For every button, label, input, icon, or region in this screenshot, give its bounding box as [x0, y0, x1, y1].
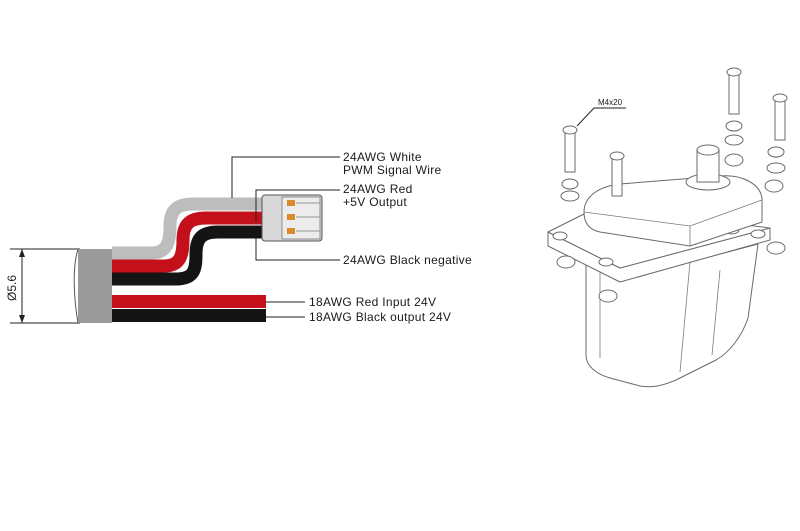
screw-1 [556, 125, 580, 269]
screw-1-washer-2 [560, 190, 580, 202]
screw-2-head [609, 151, 625, 161]
screw-1-shank [564, 131, 576, 173]
leader-white [231, 156, 340, 198]
label-white-wire: 24AWG White [343, 150, 422, 164]
screw-4 [764, 93, 788, 255]
connector-pin-3 [287, 228, 295, 234]
flange-hole-1 [552, 231, 568, 241]
screw-4-grommet [764, 179, 784, 193]
leader-black [255, 238, 340, 261]
screw-1-head [562, 125, 578, 135]
screw-4-washer [767, 146, 785, 158]
screw-1-washer [561, 178, 579, 190]
wire-red-signal [112, 211, 264, 273]
screw-4-head [772, 93, 788, 103]
label-black-output: 18AWG Black output 24V [309, 310, 451, 324]
wire-black-power [112, 309, 266, 322]
servo-body-side-edge [679, 261, 691, 373]
sheath-cut-edge [73, 248, 79, 324]
label-red-wire: 24AWG Red [343, 182, 413, 196]
servo-top-case [583, 175, 763, 247]
screw-3-washer [725, 120, 743, 132]
screw-4-washer-2 [766, 162, 786, 174]
screw-2-shank [611, 157, 623, 197]
screw-1-nut [556, 255, 576, 269]
diameter-label: Ø5.6 [5, 275, 19, 301]
dimension-arrow-top [19, 249, 25, 257]
connector-pin-2 [287, 214, 295, 220]
wire-white-signal [112, 197, 264, 260]
screw-callout-leader [576, 107, 626, 127]
label-red-input: 18AWG Red Input 24V [309, 295, 436, 309]
connector-pin-1 [287, 200, 295, 206]
dimension-arrow-bottom [19, 315, 25, 323]
screw-3 [724, 67, 744, 167]
screw-3-head [726, 67, 742, 77]
output-shaft-top [696, 144, 720, 156]
wire-red-power [112, 295, 266, 308]
cable-drawing: Ø5.6 24AWG White PWM Signal Wire 24AWG R… [5, 150, 472, 324]
screw-3-grommet [724, 153, 744, 167]
flange-hole-4 [750, 229, 766, 239]
servo-body-line-2 [711, 269, 721, 356]
screw-3-shank [728, 73, 740, 115]
label-red-wire-2: +5V Output [343, 195, 407, 209]
screw-label: M4x20 [598, 98, 623, 107]
label-white-wire-2: PWM Signal Wire [343, 163, 442, 177]
screw-4-nut [766, 241, 786, 255]
screw-2 [598, 151, 625, 303]
screw-2-nut [598, 289, 618, 303]
screw-3-washer-2 [724, 134, 744, 146]
servo-exploded-view: M4x20 [547, 67, 788, 388]
wire-black-signal [112, 225, 264, 286]
screw-4-shank [774, 99, 786, 141]
cable-sheath [78, 249, 112, 323]
flange-hole-2 [598, 257, 614, 267]
label-black-negative: 24AWG Black negative [343, 253, 472, 267]
leader-red [255, 189, 340, 222]
